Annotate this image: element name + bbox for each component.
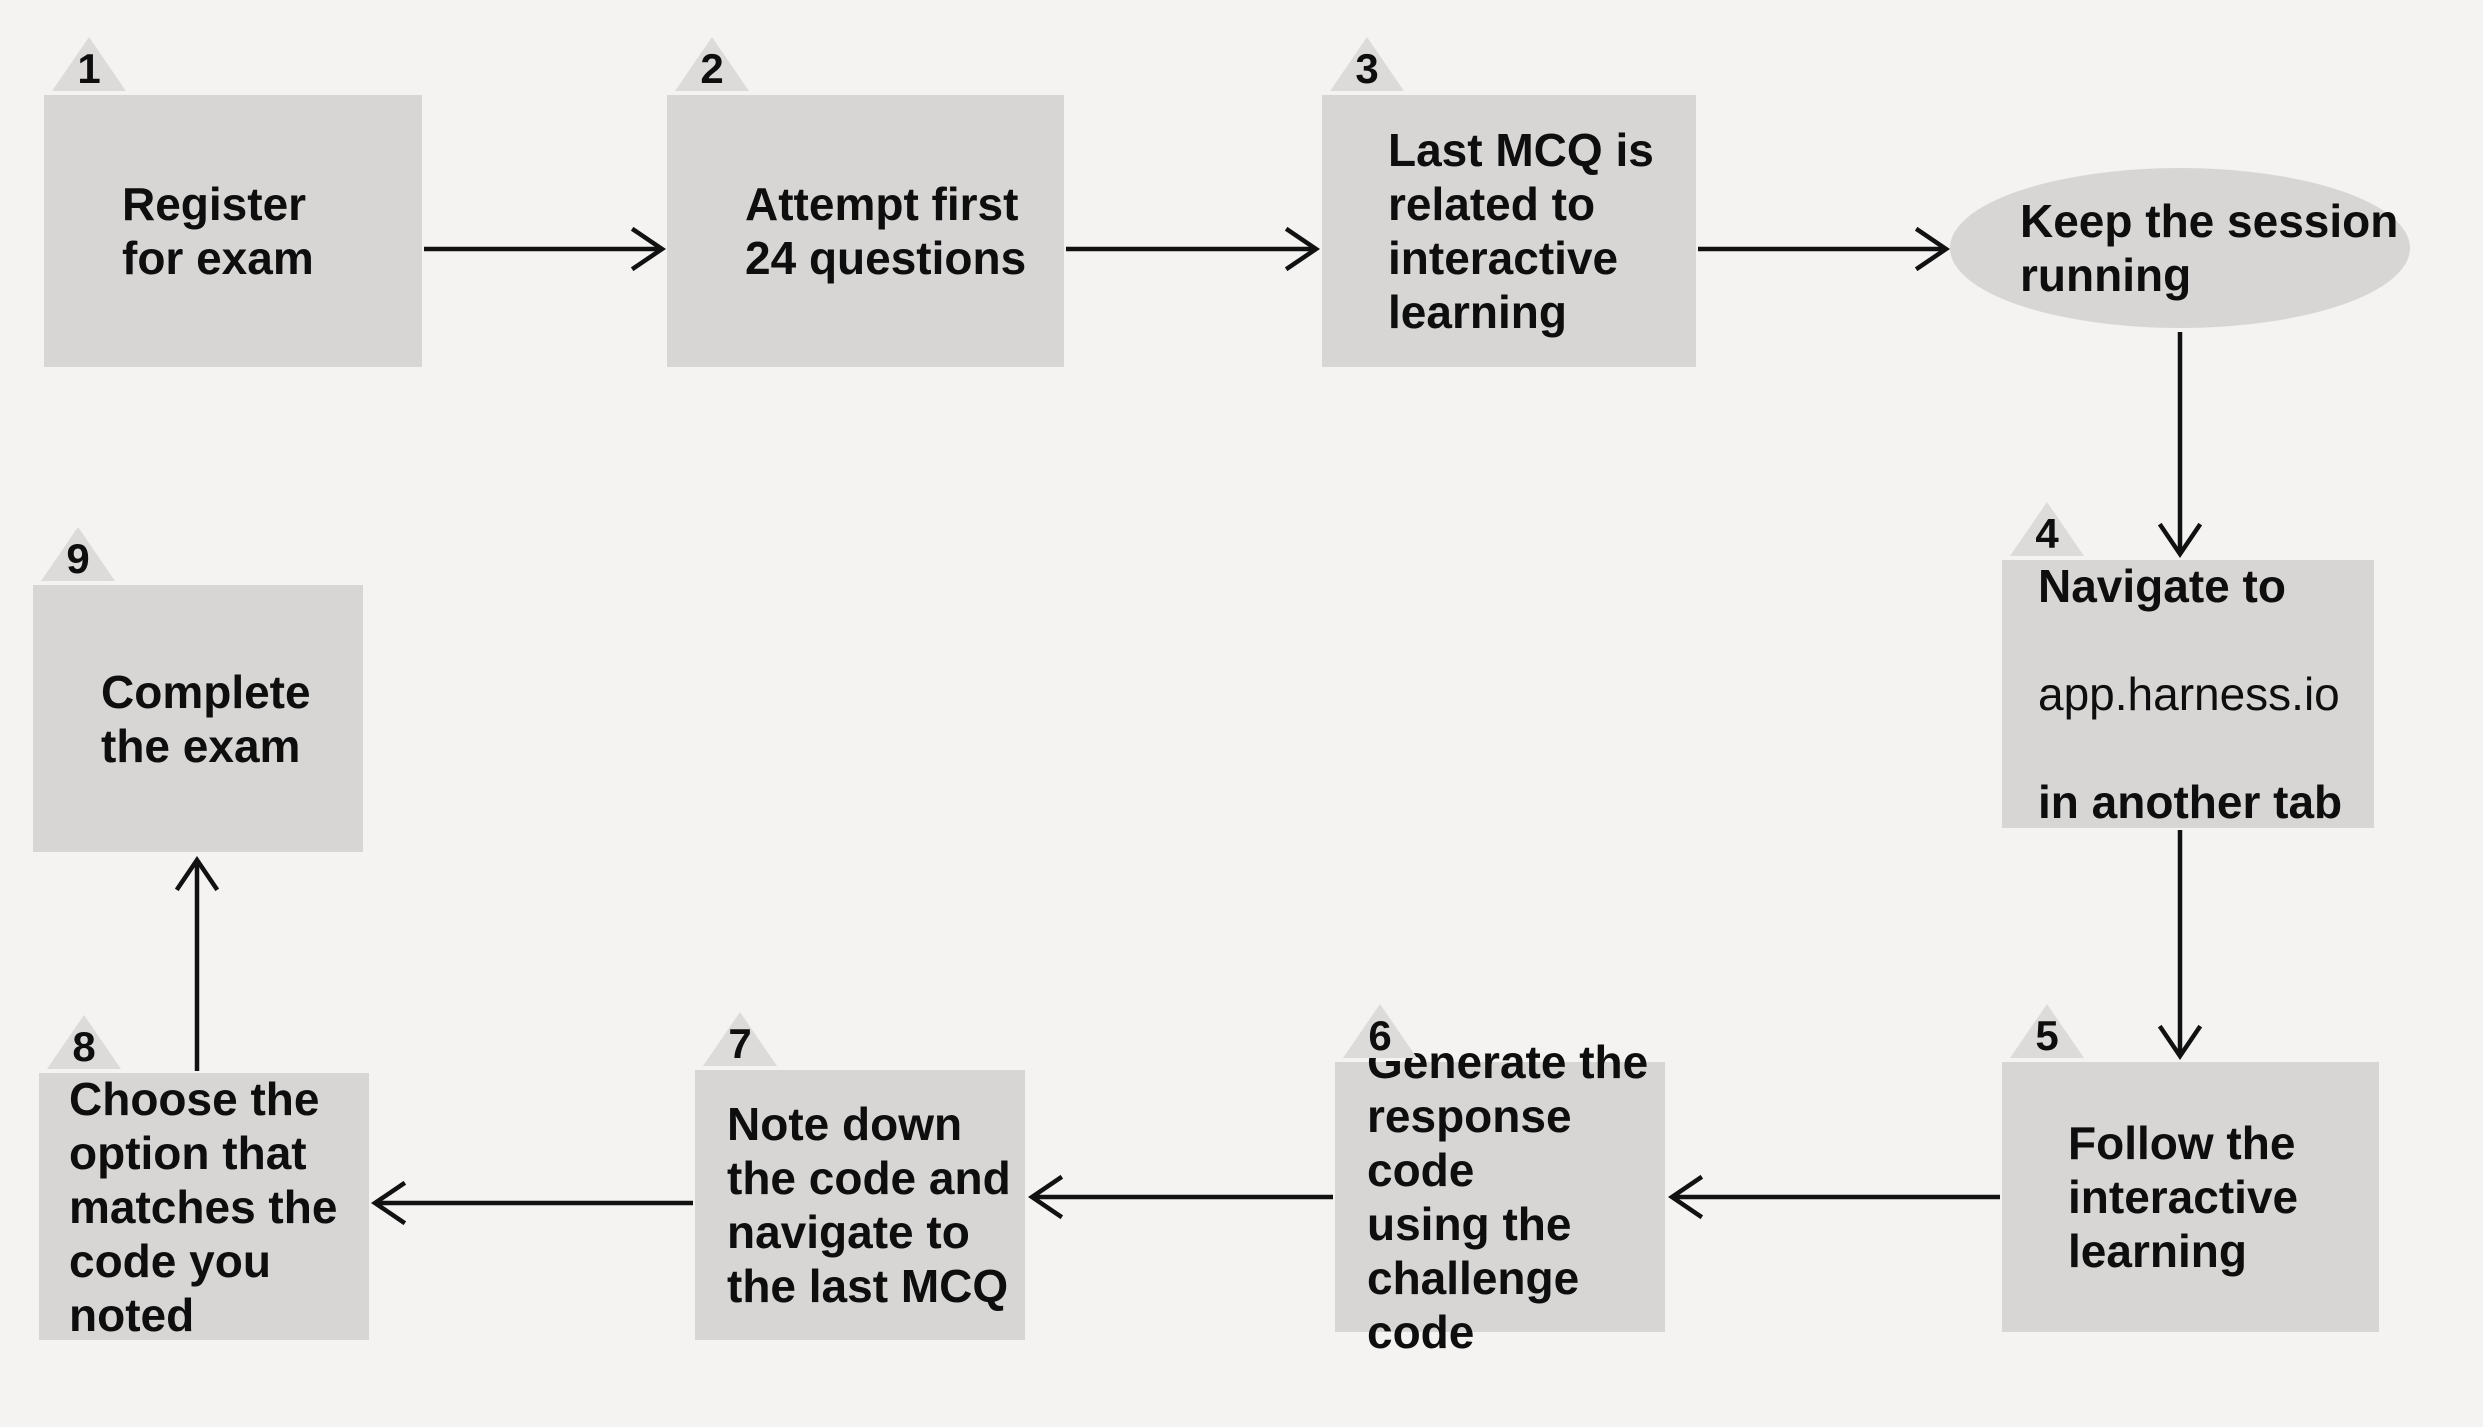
step-1-box: 1 Register for exam	[44, 37, 422, 367]
step-4-box: 4 Navigate to app.harness.io in another …	[2002, 502, 2374, 828]
step-7-box: 7 Note down the code and navigate to the…	[695, 1012, 1025, 1340]
step-1-badge: 1	[52, 37, 126, 92]
step-number: 1	[77, 45, 101, 92]
step-2-badge: 2	[675, 37, 749, 92]
step-number: 2	[700, 45, 724, 92]
step-5-badge: 5	[2010, 1004, 2084, 1059]
step-number: 7	[728, 1020, 752, 1067]
step-4-badge: 4	[2010, 502, 2084, 557]
step-number: 3	[1355, 45, 1379, 92]
step-6-label: Generate the response code using the cha…	[1367, 1036, 1649, 1358]
step-number: 5	[2035, 1012, 2059, 1059]
step-4-line-3: in another tab	[2038, 776, 2343, 828]
step-2-box: 2 Attempt first 24 questions	[667, 37, 1064, 367]
step-8-badge: 8	[47, 1015, 121, 1070]
step-3-box: 3 Last MCQ is related to interactive lea…	[1322, 37, 1696, 367]
step-3-badge: 3	[1330, 37, 1404, 92]
step-2-label: Attempt first 24 questions	[745, 178, 1027, 284]
step-7-badge: 7	[703, 1012, 777, 1067]
step-5-label: Follow the interactive learning	[2068, 1117, 2299, 1277]
step-4-label: Navigate to app.harness.io in another ta…	[2038, 505, 2342, 883]
step-number: 9	[66, 535, 90, 582]
step-9-badge: 9	[41, 527, 115, 582]
step-7-label: Note down the code and navigate to the l…	[727, 1098, 1011, 1312]
step-4-line-1: Navigate to	[2038, 560, 2286, 612]
step-number: 4	[2035, 510, 2059, 557]
keep-session-ellipse: Keep the session running	[1950, 168, 2410, 328]
step-8-label: Choose the option that matches the code …	[69, 1072, 338, 1341]
step-9-box: 9 Complete the exam	[33, 527, 363, 852]
step-6-box: 6 Generate the response code using the c…	[1335, 1004, 1665, 1358]
step-6-badge: 6	[1343, 1004, 1417, 1059]
step-number: 6	[1368, 1012, 1392, 1059]
step-3-label: Last MCQ is related to interactive learn…	[1388, 124, 1654, 338]
step-number: 8	[72, 1023, 96, 1070]
step-1-label: Register for exam	[122, 178, 314, 284]
step-9-label: Complete the exam	[101, 665, 311, 772]
step-8-box: 8 Choose the option that matches the cod…	[39, 1015, 369, 1341]
keep-session-label: Keep the session running	[2020, 195, 2399, 301]
step-4-url-text: app.harness.io	[2038, 668, 2340, 720]
step-5-box: 5 Follow the interactive learning	[2002, 1004, 2379, 1332]
